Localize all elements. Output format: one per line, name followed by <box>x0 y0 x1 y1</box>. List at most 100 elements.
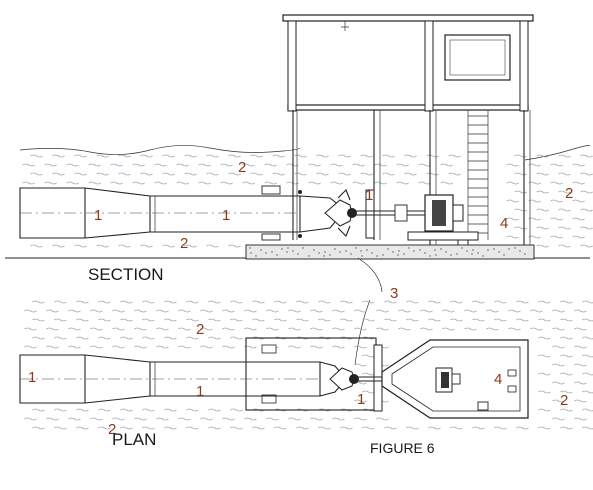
water-wave-mark <box>184 172 197 176</box>
water-wave-mark <box>252 300 265 304</box>
water-wave-mark <box>44 181 57 185</box>
water-wave-mark <box>54 318 67 322</box>
water-wave-mark <box>250 172 263 176</box>
water-wave-mark <box>294 172 307 176</box>
water-wave-mark <box>354 345 367 349</box>
water-wave-mark <box>186 408 199 412</box>
water-wave-mark <box>550 217 563 221</box>
water-wave-mark <box>242 163 255 167</box>
water-wave-mark <box>76 300 89 304</box>
water-wave-mark <box>110 181 123 185</box>
water-wave-mark <box>208 318 221 322</box>
water-wave-mark <box>536 154 549 158</box>
water-wave-mark <box>354 363 367 367</box>
water-wave-mark <box>398 327 411 331</box>
water-wave-mark <box>200 417 213 421</box>
water-wave-mark <box>266 417 279 421</box>
water-wave-mark <box>338 154 351 158</box>
water-wave-mark <box>536 208 549 212</box>
water-wave-mark <box>528 199 541 203</box>
water-wave-mark <box>134 309 147 313</box>
water-wave-mark <box>272 172 285 176</box>
water-wave-mark <box>406 300 419 304</box>
water-wave-mark <box>274 300 287 304</box>
foundation-speck <box>472 249 474 251</box>
water-wave-mark <box>98 408 111 412</box>
water-wave-mark <box>296 426 309 430</box>
foundation-speck <box>397 254 399 256</box>
foundation-speck <box>250 252 252 254</box>
water-wave-mark <box>140 172 153 176</box>
foundation-speck <box>482 255 484 257</box>
water-wave-mark <box>530 309 543 313</box>
water-wave-mark <box>32 408 45 412</box>
water-wave-mark <box>574 399 587 403</box>
foundation-speck <box>265 252 267 254</box>
water-wave-mark <box>360 154 373 158</box>
foundation-speck <box>440 248 442 250</box>
water-wave-mark <box>208 408 221 412</box>
water-wave-mark <box>550 163 563 167</box>
water-wave-mark <box>440 181 453 185</box>
water-wave-mark <box>426 172 439 176</box>
water-wave-mark <box>178 309 191 313</box>
water-wave-mark <box>552 327 565 331</box>
water-wave-mark <box>506 199 519 203</box>
water-wave-mark <box>90 309 103 313</box>
foundation-speck <box>260 249 262 251</box>
water-wave-mark <box>46 309 59 313</box>
water-wave-mark <box>572 163 585 167</box>
foundation-speckle <box>249 247 526 257</box>
water-wave-mark <box>54 300 67 304</box>
foundation-speck <box>292 250 294 252</box>
foundation-speck <box>471 253 473 255</box>
water-wave-mark <box>574 309 587 313</box>
foundation-speck <box>255 255 257 257</box>
water-wave-mark <box>552 345 565 349</box>
water-wave-mark <box>572 217 585 221</box>
water-wave-mark <box>32 426 45 430</box>
water-wave-mark <box>398 309 411 313</box>
foundation-speck <box>329 254 331 256</box>
water-wave-mark <box>340 426 353 430</box>
water-wave-mark <box>176 163 189 167</box>
water-wave-mark <box>354 327 367 331</box>
water-wave-mark <box>230 426 243 430</box>
water-wave-mark <box>450 426 463 430</box>
water-wave-mark <box>90 417 103 421</box>
water-wave-mark <box>406 318 419 322</box>
water-wave-mark <box>384 300 397 304</box>
water-wave-mark <box>308 163 321 167</box>
water-wave-mark <box>318 426 331 430</box>
water-wave-mark <box>164 300 177 304</box>
water-wave-mark <box>294 154 307 158</box>
powerhouse-superstructure <box>282 14 534 245</box>
section-penstock <box>19 185 346 241</box>
water-wave-mark <box>448 154 461 158</box>
water-wave-mark <box>120 318 133 322</box>
water-wave-mark <box>528 235 541 239</box>
water-wave-mark <box>98 318 111 322</box>
water-wave-mark <box>508 327 521 331</box>
water-wave-mark <box>140 244 153 248</box>
water-wave-mark <box>310 417 323 421</box>
water-wave-mark <box>574 327 587 331</box>
water-wave-mark <box>164 318 177 322</box>
water-wave-mark <box>550 199 563 203</box>
water-wave-mark <box>580 244 593 248</box>
foundation-speck <box>524 253 526 255</box>
water-wave-mark <box>538 426 551 430</box>
foundation-speck <box>508 248 510 250</box>
water-wave-mark <box>288 309 301 313</box>
water-wave-mark <box>558 190 571 194</box>
water-wave-mark <box>538 408 551 412</box>
label-1-section-pipe: 1 <box>222 207 230 224</box>
water-wave-mark <box>362 426 375 430</box>
water-wave-mark <box>450 300 463 304</box>
figure-caption: FIGURE 6 <box>370 440 435 456</box>
water-wave-mark <box>472 300 485 304</box>
section-generator <box>407 194 479 249</box>
water-wave-mark <box>76 408 89 412</box>
foundation-speck <box>350 253 352 255</box>
water-wave-mark <box>582 336 593 340</box>
